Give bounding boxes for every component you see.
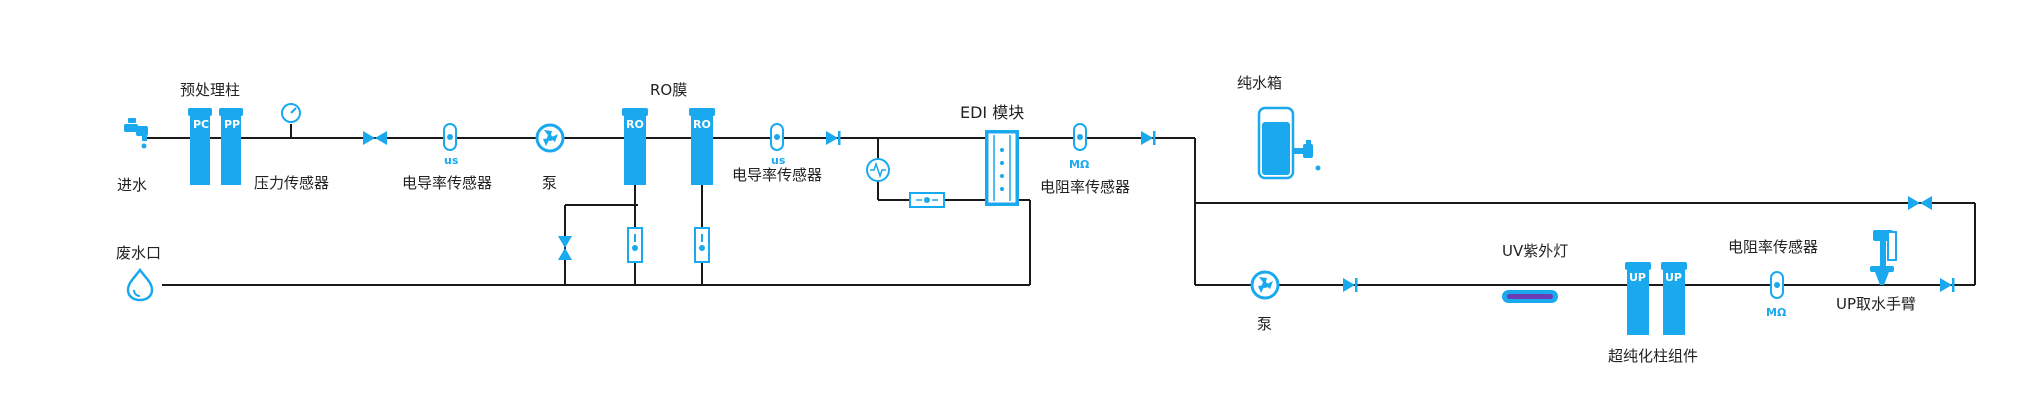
resist-sensor-2-label: 电阻率传感器 bbox=[1728, 238, 1818, 256]
pump-1-label: 泵 bbox=[542, 174, 557, 192]
pp-tag: PP bbox=[224, 118, 240, 131]
ro-a-tag: RO bbox=[626, 118, 644, 131]
mohm-unit-2: MΩ bbox=[1766, 306, 1787, 319]
resist-sensor-1-label: 电阻率传感器 bbox=[1040, 178, 1130, 196]
pretreat-pp-column: PP bbox=[219, 108, 243, 185]
pure-water-tank bbox=[1257, 106, 1321, 180]
ro-b-tag: RO bbox=[693, 118, 711, 131]
check-valve-icon bbox=[826, 131, 841, 145]
conductivity-sensor-icon: us bbox=[443, 123, 459, 167]
pump-2-label: 泵 bbox=[1257, 315, 1272, 333]
flow-restrictor-icon bbox=[909, 192, 945, 208]
waste-outlet-label: 废水口 bbox=[116, 244, 161, 262]
flowmeter-icon bbox=[627, 227, 643, 263]
uv-lamp-label: UV紫外灯 bbox=[1502, 242, 1568, 260]
pressure-sensor-label: 压力传感器 bbox=[254, 174, 329, 192]
mohm-unit-1: MΩ bbox=[1069, 158, 1090, 171]
uv-lamp bbox=[1502, 290, 1558, 303]
inlet-faucet-icon bbox=[124, 118, 148, 149]
inlet-label: 进水 bbox=[117, 176, 147, 194]
check-valve-icon bbox=[1343, 278, 1358, 292]
cond-sensor-2-label: 电导率传感器 bbox=[732, 166, 822, 184]
valve-icon bbox=[1908, 196, 1932, 210]
up-column-a: UP bbox=[1625, 262, 1651, 335]
ultrapure-columns-label: 超纯化柱组件 bbox=[1608, 347, 1698, 365]
reject-valve-icon bbox=[558, 236, 572, 260]
pipes bbox=[147, 137, 1976, 286]
edi-module-label: EDI 模块 bbox=[960, 103, 1024, 122]
edi-module bbox=[985, 130, 1019, 206]
pretreat-pc-column: PC bbox=[188, 108, 212, 185]
water-drop-icon bbox=[126, 267, 154, 302]
up-arm-label: UP取水手臂 bbox=[1836, 295, 1916, 313]
resistivity-sensor-icon: MΩ bbox=[1069, 123, 1090, 171]
pretreat-label: 预处理柱 bbox=[180, 81, 240, 99]
check-valve-icon bbox=[1141, 131, 1156, 145]
check-valve-icon bbox=[1940, 278, 1955, 292]
valve-icon bbox=[363, 131, 387, 145]
up-a-tag: UP bbox=[1629, 271, 1646, 284]
pump-icon bbox=[1250, 270, 1280, 300]
ro-membrane-label: RO膜 bbox=[650, 81, 687, 99]
conductivity-sensor-icon: us bbox=[770, 123, 786, 167]
up-b-tag: UP bbox=[1665, 271, 1682, 284]
ro-column-b: RO bbox=[689, 108, 715, 185]
pressure-switch-icon bbox=[866, 158, 890, 182]
cond-sensor-1-label: 电导率传感器 bbox=[402, 174, 492, 192]
pressure-gauge-icon bbox=[281, 103, 301, 138]
pure-tank-label: 纯水箱 bbox=[1237, 74, 1282, 92]
pump-icon bbox=[535, 123, 565, 153]
cond-unit-2: us bbox=[771, 154, 786, 167]
ro-column-a: RO bbox=[622, 108, 648, 185]
up-column-b: UP bbox=[1661, 262, 1687, 335]
up-dispensing-arm bbox=[1870, 230, 1897, 285]
flowmeter-icon bbox=[694, 227, 710, 263]
resistivity-sensor-icon: MΩ bbox=[1766, 271, 1787, 319]
cond-unit-1: us bbox=[444, 154, 459, 167]
pc-tag: PC bbox=[193, 118, 209, 131]
